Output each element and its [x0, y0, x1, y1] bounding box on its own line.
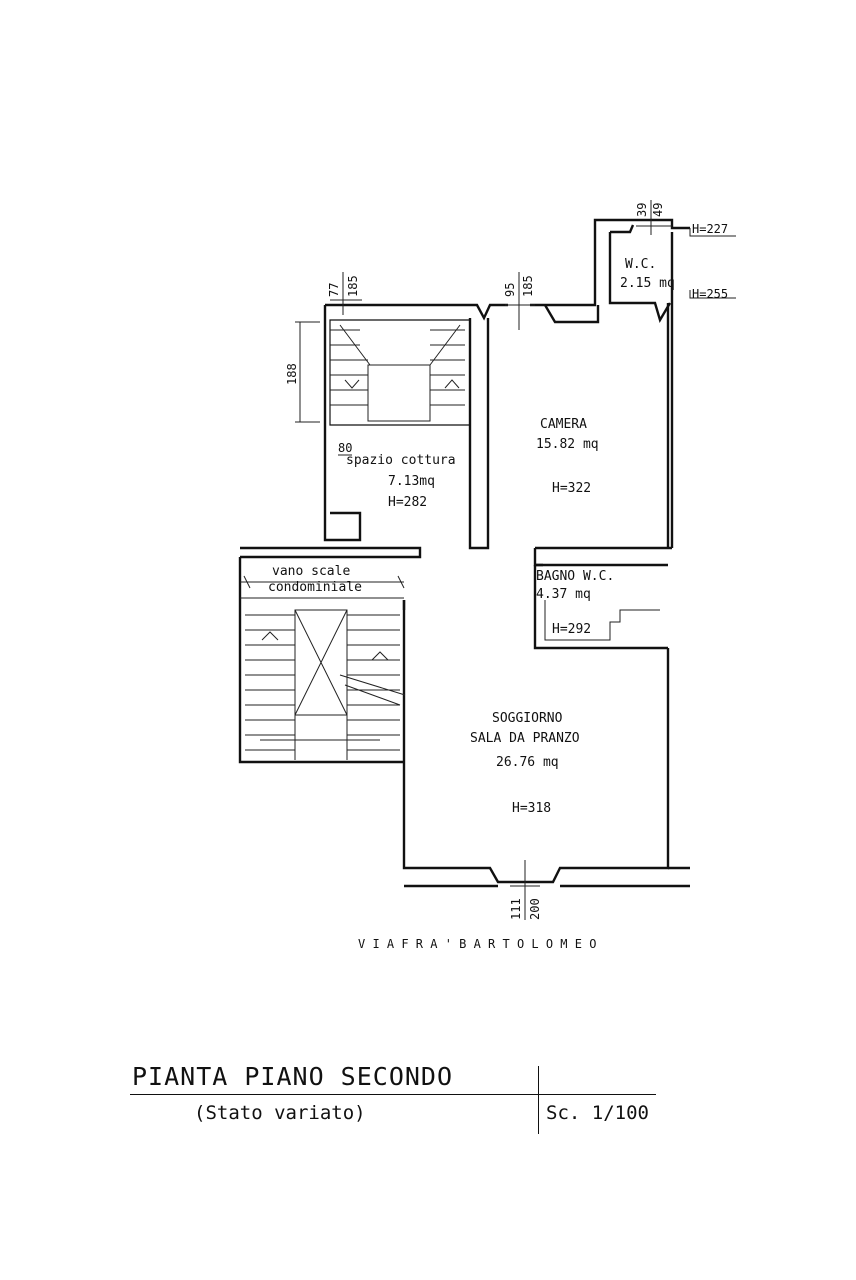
plan-subtitle: (Stato variato) — [194, 1102, 366, 1124]
dim-188: 188 — [285, 363, 299, 385]
plan-title: PIANTA PIANO SECONDO — [132, 1062, 454, 1091]
bagno-area: 4.37 mq — [536, 587, 591, 602]
soggiorno-name: SOGGIORNO — [492, 711, 563, 726]
dim-77: 77 — [327, 283, 341, 297]
dim-49: 49 — [651, 203, 665, 217]
cottura-name: spazio cottura — [346, 453, 456, 468]
cottura-height: H=282 — [388, 495, 427, 510]
sala-pranzo-name: SALA DA PRANZO — [470, 731, 580, 746]
dim-200: 200 — [528, 898, 542, 920]
dim-111: 111 — [509, 898, 523, 920]
plan-scale: Sc. 1/100 — [546, 1102, 649, 1124]
dim-185a: 185 — [346, 275, 360, 297]
dim-39: 39 — [635, 203, 649, 217]
dimension-labels: 39 49 77 185 95 185 188 80 111 200 H=227… — [285, 203, 728, 920]
walls — [238, 218, 690, 888]
height-227: H=227 — [692, 222, 728, 236]
private-stair — [330, 324, 465, 422]
scale-rule — [538, 1094, 656, 1095]
dim-95: 95 — [503, 283, 517, 297]
common-stair — [240, 597, 406, 760]
dim-185b: 185 — [521, 275, 535, 297]
height-255: H=255 — [692, 287, 728, 301]
camera-name: CAMERA — [540, 417, 587, 432]
wc-area: 2.15 mq — [620, 276, 675, 291]
soggiorno-height: H=318 — [512, 801, 551, 816]
dimension-lines — [240, 200, 736, 920]
title-block: PIANTA PIANO SECONDO (Stato variato) Sc.… — [130, 1062, 670, 1142]
bagno-height: H=292 — [552, 622, 591, 637]
camera-height: H=322 — [552, 481, 591, 496]
cottura-area: 7.13mq — [388, 474, 435, 489]
bagno-name: BAGNO W.C. — [536, 569, 614, 584]
dim-80: 80 — [338, 441, 352, 455]
wc-name: W.C. — [625, 257, 656, 272]
camera-area: 15.82 mq — [536, 437, 599, 452]
scale-line2: condominiale — [268, 580, 362, 595]
scale-line1: vano scale — [272, 564, 350, 579]
soggiorno-area: 26.76 mq — [496, 755, 559, 770]
street-name: V I A F R A ' B A R T O L O M E O — [358, 937, 596, 951]
room-labels: W.C. 2.15 mq CAMERA 15.82 mq H=322 spazi… — [268, 257, 675, 816]
title-divider — [538, 1066, 539, 1134]
title-underline — [130, 1094, 655, 1095]
